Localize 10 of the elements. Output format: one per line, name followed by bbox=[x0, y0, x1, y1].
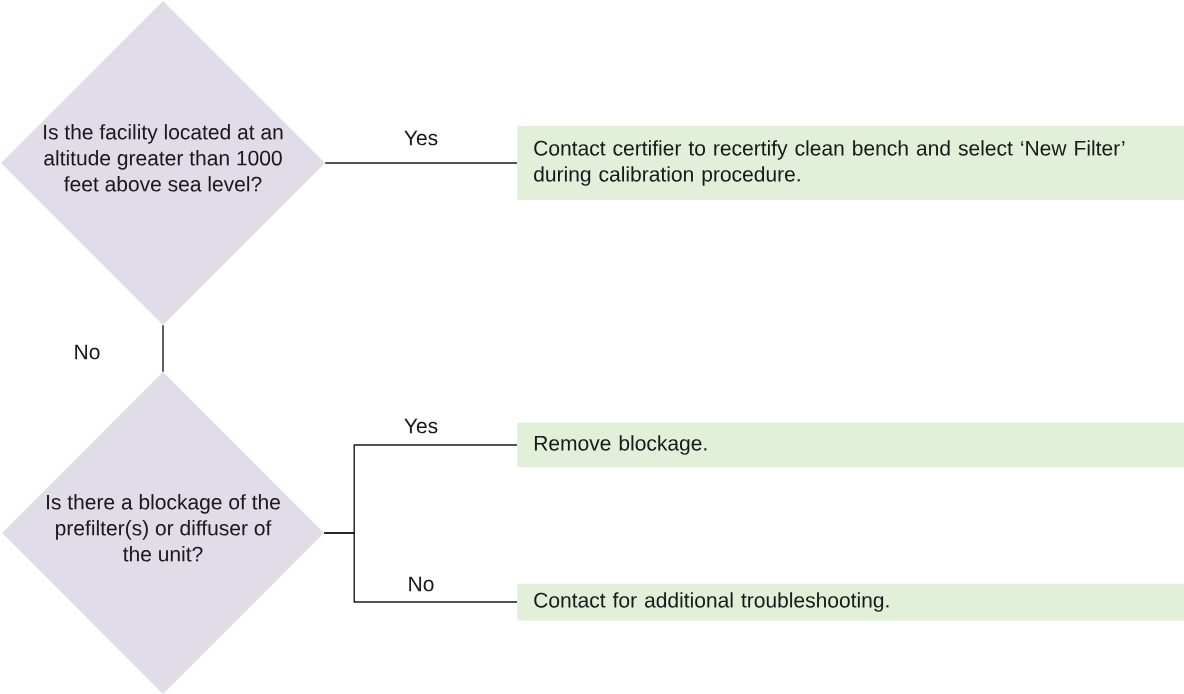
action-box: Contact certifier to recertify clean bench and select ‘New Filter’ during calibration procedure. bbox=[517, 126, 1184, 200]
edge-label: Yes bbox=[401, 416, 441, 436]
action-box: Contact for additional troubleshooting. bbox=[517, 583, 1184, 621]
connector-line bbox=[162, 324, 164, 373]
edge-label: No bbox=[405, 574, 437, 594]
connector-line bbox=[323, 532, 518, 603]
action-box: Remove blockage. bbox=[517, 422, 1184, 468]
connector-line bbox=[324, 162, 518, 164]
edge-label: Yes bbox=[401, 128, 441, 148]
edge-label: No bbox=[71, 342, 103, 362]
